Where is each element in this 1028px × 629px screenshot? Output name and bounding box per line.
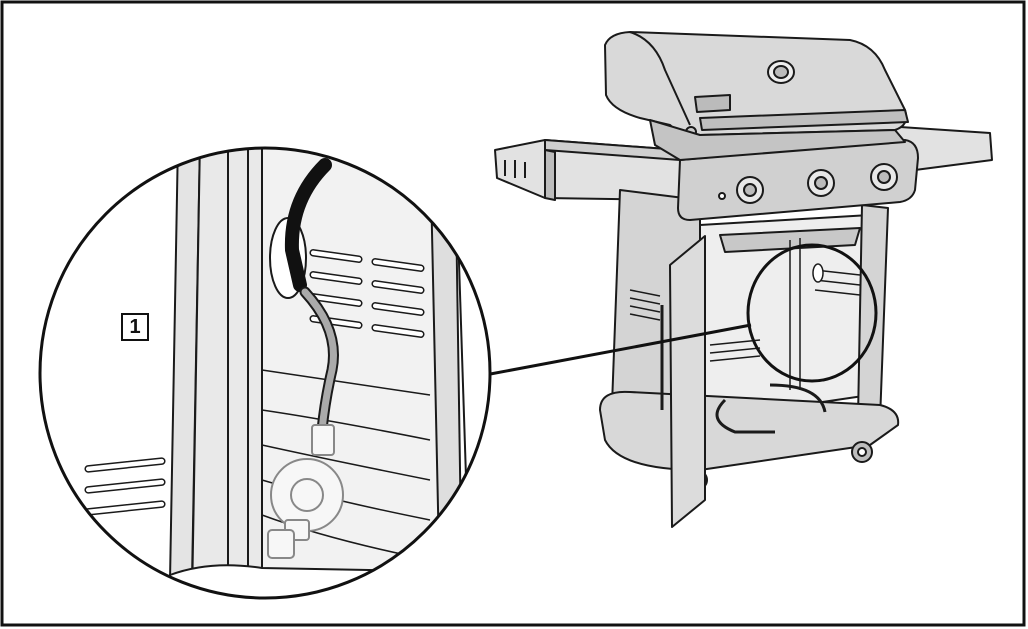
highlight-circle	[746, 243, 878, 383]
cabinet-door	[669, 235, 706, 528]
lid-handle	[699, 109, 909, 131]
magnified-detail-circle	[40, 148, 490, 598]
gas-hose-grey	[301, 288, 337, 434]
gas-grill-illustration	[494, 31, 993, 528]
control-knobs	[718, 163, 898, 204]
control-panel	[677, 139, 919, 221]
gas-hose-dark	[284, 158, 332, 292]
gas-regulator-icon	[267, 424, 344, 559]
grill-lid	[604, 31, 908, 136]
callout-label: 1	[121, 313, 149, 341]
detail-circle-outline	[38, 146, 492, 600]
callout-connector-line	[484, 323, 752, 377]
